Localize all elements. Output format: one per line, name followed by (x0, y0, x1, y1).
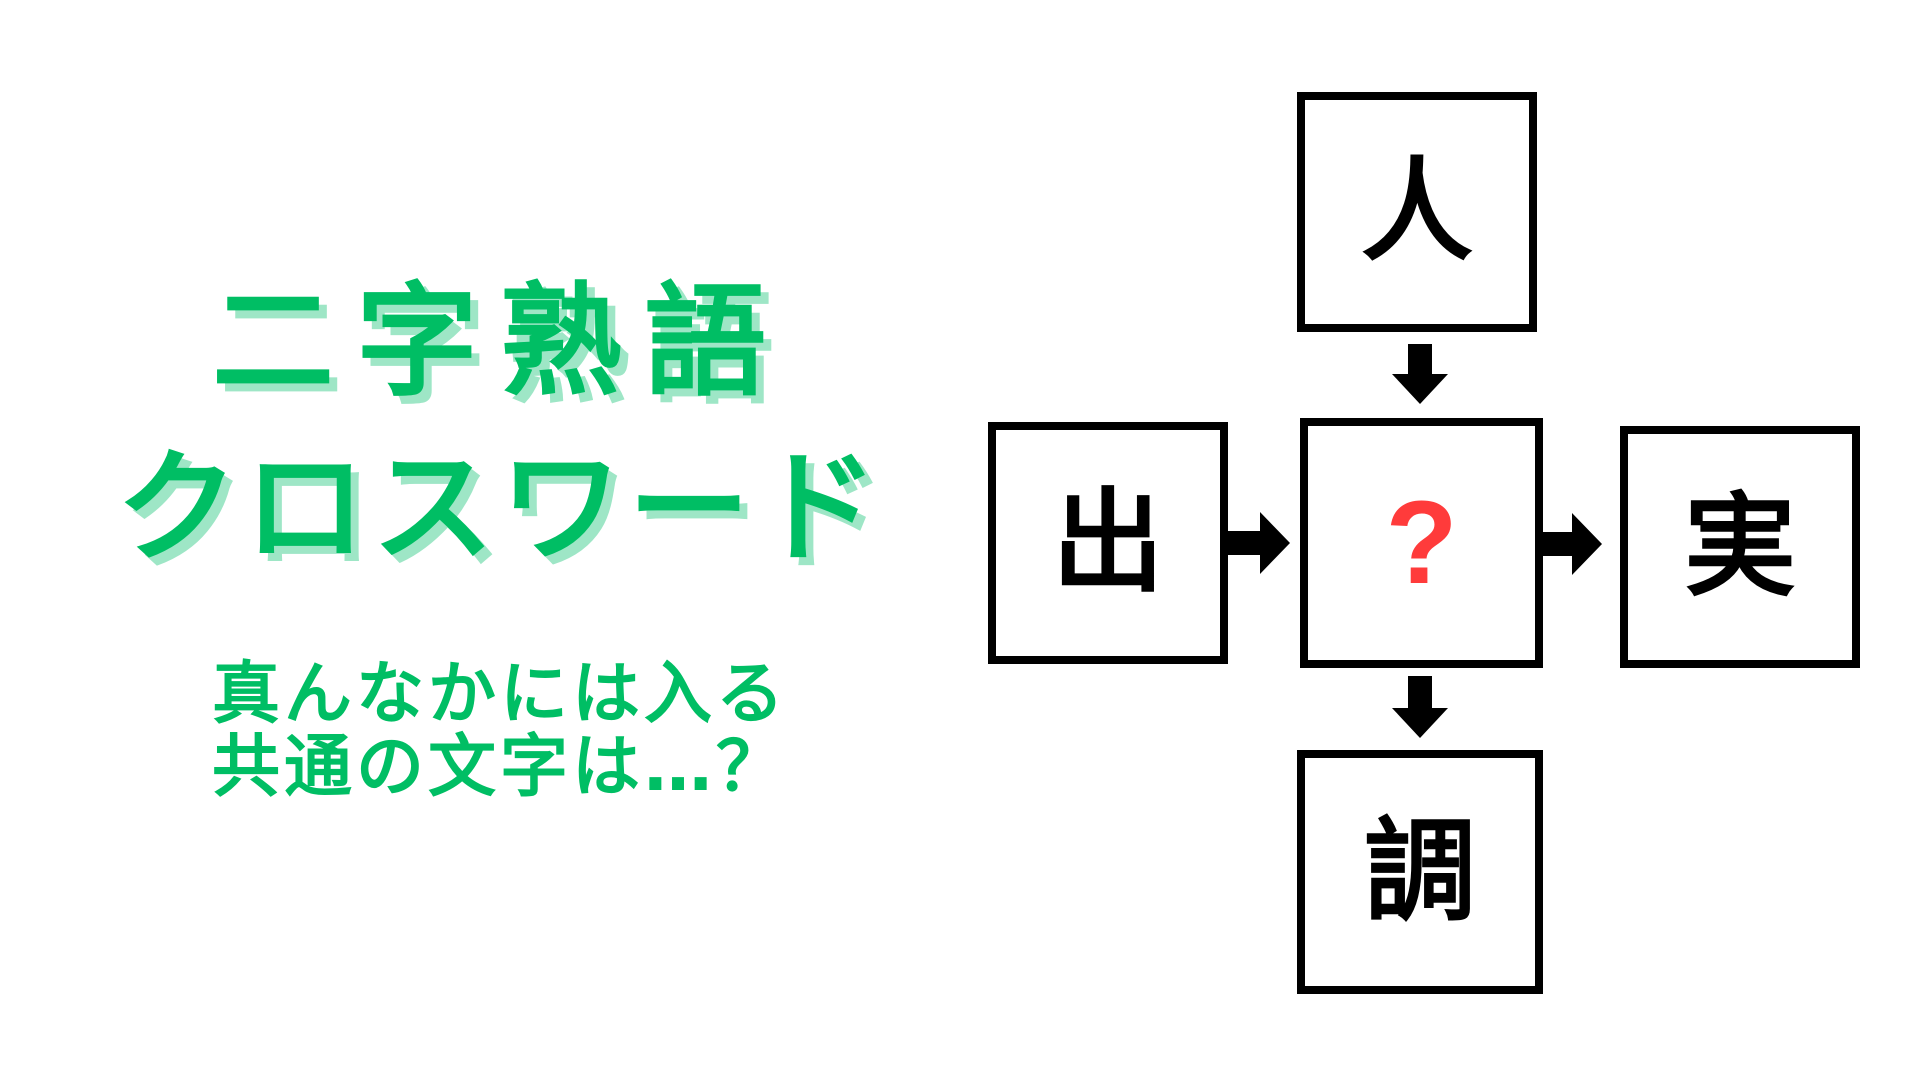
arrow-right-icon (1228, 512, 1290, 574)
arrow-right-icon (1540, 513, 1602, 575)
crossword-box-center: ? (1300, 418, 1543, 668)
subtitle-line-2: 共通の文字は…？ (211, 728, 788, 807)
kanji-right: 実 (1684, 482, 1796, 612)
crossword-box-top: 人 (1297, 92, 1537, 332)
kanji-bottom: 調 (1364, 807, 1476, 937)
crossword-box-bottom: 調 (1297, 750, 1543, 994)
arrow-down-icon (1392, 676, 1448, 738)
crossword-box-right: 実 (1620, 426, 1860, 668)
arrow-down-icon (1392, 344, 1448, 404)
question-mark: ? (1385, 477, 1458, 609)
crossword-box-left: 出 (988, 422, 1228, 664)
kanji-top: 人 (1361, 147, 1473, 277)
title-line-1: 二字熟語 (212, 271, 788, 413)
title-line-2: クロスワード (116, 437, 884, 579)
subtitle-line-1: 真んなかには入る (211, 655, 788, 734)
kanji-left: 出 (1052, 478, 1164, 608)
